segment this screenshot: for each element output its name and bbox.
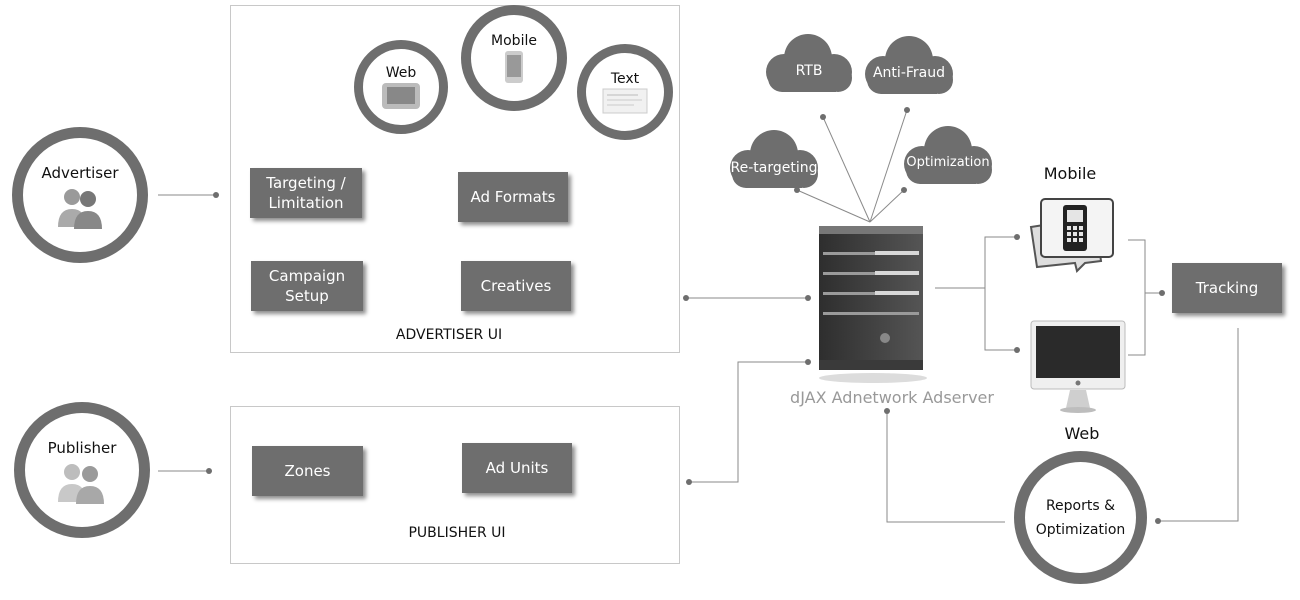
creatives-box: Creatives bbox=[461, 261, 571, 311]
text-format-label: Text bbox=[610, 71, 640, 87]
server-icon bbox=[819, 226, 927, 383]
publisher-label: Publisher bbox=[47, 439, 117, 457]
ad-units-label: Ad Units bbox=[485, 459, 549, 477]
retargeting-cloud: Re-targeting bbox=[722, 124, 826, 196]
reports-optimization-label: Reports & Optimization bbox=[1035, 497, 1126, 538]
text-doc-icon bbox=[602, 88, 648, 114]
creatives-label: Creatives bbox=[480, 277, 552, 295]
advertiser-ui-label: ADVERTISER UI bbox=[395, 327, 503, 343]
user-pair-icon bbox=[58, 189, 102, 229]
targeting-limitation-box: Targeting / Limitation bbox=[250, 168, 362, 218]
zones-label: Zones bbox=[284, 462, 331, 480]
mobile-format-label: Mobile bbox=[491, 33, 537, 49]
campaign-setup-label: Campaign Setup bbox=[268, 267, 346, 305]
advertiser-label: Advertiser bbox=[41, 164, 119, 182]
tablet-icon bbox=[382, 83, 420, 109]
web-device-label: Web bbox=[1064, 424, 1100, 443]
web-format-label: Web bbox=[385, 65, 417, 81]
cloud-shape bbox=[766, 34, 852, 92]
rtb-cloud: RTB bbox=[758, 28, 860, 100]
advertiser-node: Advertiser bbox=[12, 127, 148, 263]
campaign-setup-box: Campaign Setup bbox=[251, 261, 363, 311]
phone-icon bbox=[505, 51, 523, 83]
mobile-format-node: Mobile bbox=[461, 5, 567, 111]
monitor-icon bbox=[1030, 320, 1126, 413]
ad-formats-box: Ad Formats bbox=[458, 172, 568, 222]
anti-fraud-label: Anti-Fraud bbox=[872, 65, 945, 81]
publisher-ui-label: PUBLISHER UI bbox=[408, 525, 506, 541]
cell-phone-icon bbox=[1029, 198, 1114, 273]
cloud-shape bbox=[730, 130, 818, 188]
cloud-shape bbox=[904, 126, 992, 184]
text-format-node: Text bbox=[577, 44, 673, 140]
targeting-limitation-label: Targeting / Limitation bbox=[266, 174, 346, 212]
user-pair-icon bbox=[58, 464, 104, 504]
tracking-box: Tracking bbox=[1172, 263, 1282, 313]
publisher-node: Publisher bbox=[14, 402, 150, 538]
mobile-device-label: Mobile bbox=[1043, 164, 1097, 183]
anti-fraud-cloud: Anti-Fraud bbox=[857, 30, 961, 102]
ad-formats-label: Ad Formats bbox=[470, 188, 556, 206]
retargeting-label: Re-targeting bbox=[730, 160, 818, 176]
optimization-label: Optimization bbox=[906, 155, 990, 170]
web-format-node: Web bbox=[354, 40, 448, 134]
optimization-cloud: Optimization bbox=[896, 120, 1000, 192]
zones-box: Zones bbox=[252, 446, 363, 496]
cloud-shape bbox=[865, 36, 953, 94]
adserver-label: dJAX Adnetwork Adserver bbox=[790, 388, 994, 407]
tracking-label: Tracking bbox=[1195, 279, 1259, 297]
ad-units-box: Ad Units bbox=[462, 443, 572, 493]
rtb-label: RTB bbox=[795, 63, 823, 79]
reports-optimization-node: Reports & Optimization bbox=[1014, 451, 1147, 584]
